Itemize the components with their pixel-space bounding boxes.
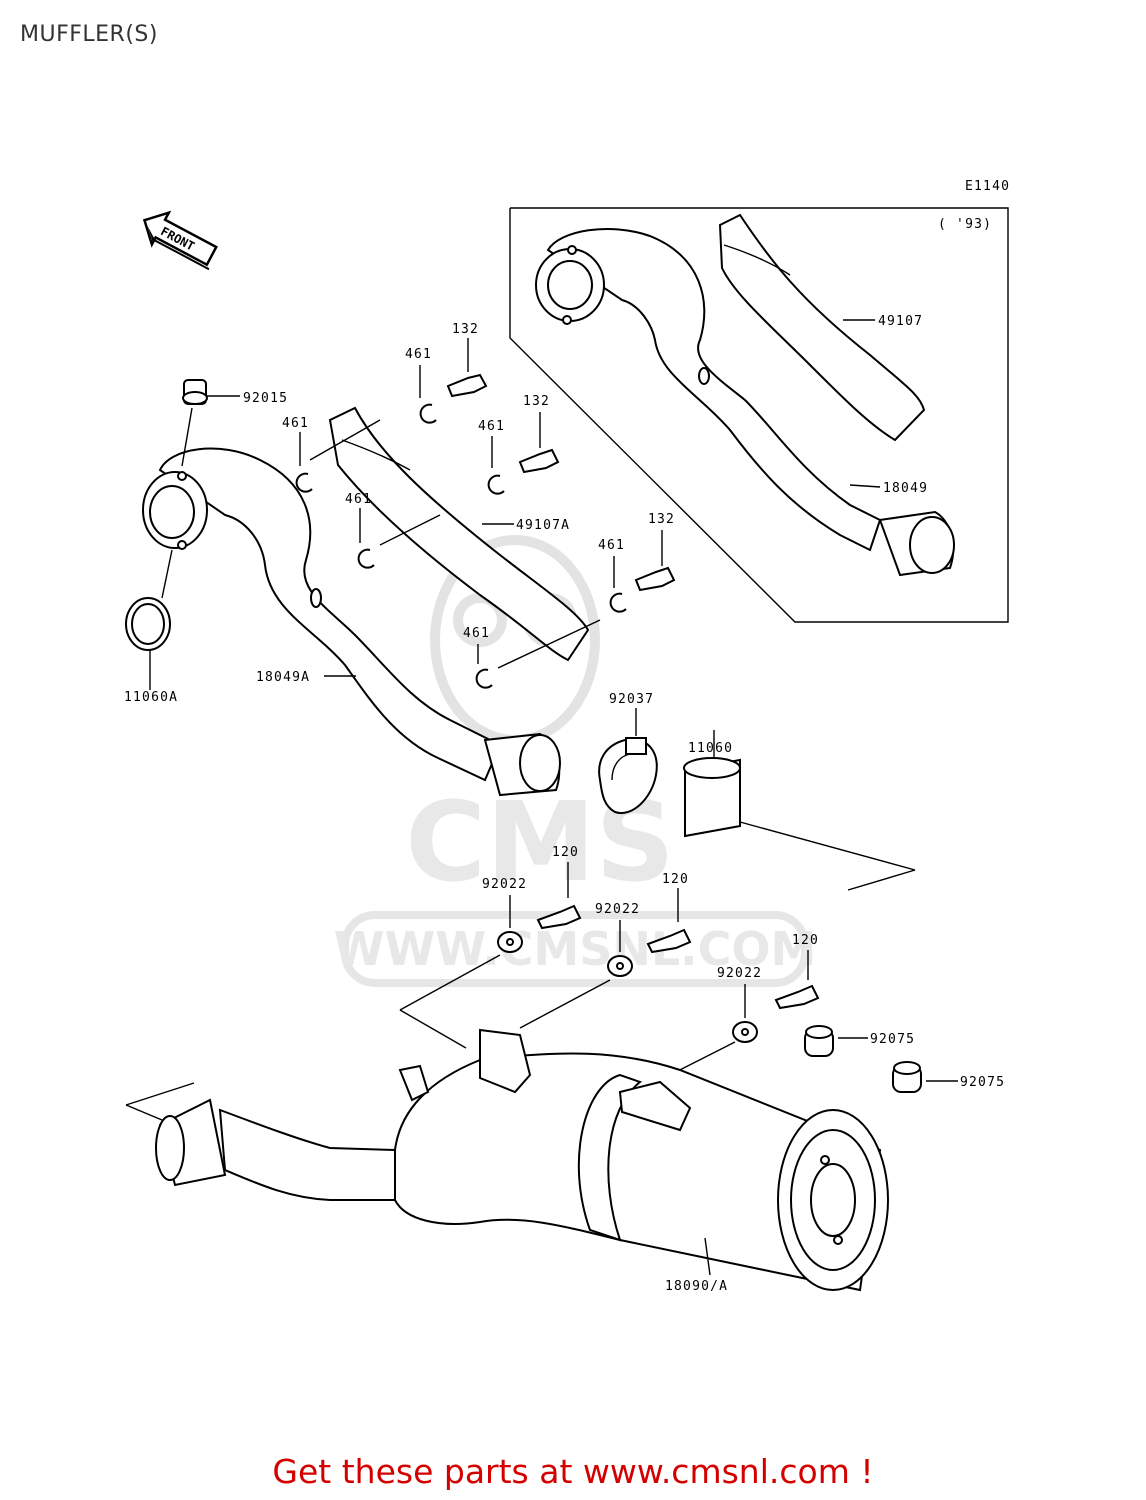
part-label-92075-a: 92075 bbox=[870, 1032, 915, 1047]
diagram-code: E1140 bbox=[965, 179, 1010, 194]
tube-11060 bbox=[683, 730, 916, 891]
watermark: CMS WWW.CMSNL.COM bbox=[334, 535, 817, 987]
part-label-49107A: 49107A bbox=[516, 518, 570, 533]
page-title: MUFFLER(S) bbox=[20, 22, 158, 47]
clip-461-e bbox=[609, 556, 627, 613]
clip-461-a bbox=[309, 365, 437, 461]
part-label-92022-a: 92022 bbox=[482, 877, 527, 892]
inset-1993: ( '93) 49107 18049 bbox=[509, 207, 1009, 623]
part-label-92022-b: 92022 bbox=[595, 902, 640, 917]
part-label-120-b: 120 bbox=[662, 872, 689, 887]
part-label-132-a: 132 bbox=[452, 322, 479, 337]
part-label-461-a: 461 bbox=[405, 347, 432, 362]
part-label-132-c: 132 bbox=[648, 512, 675, 527]
bolt-132-b bbox=[518, 412, 560, 474]
bolt-132-c bbox=[634, 530, 676, 592]
footer-cta-link[interactable]: Get these parts at www.cmsnl.com ! bbox=[272, 1452, 874, 1491]
front-arrow-icon: FRONT bbox=[142, 210, 218, 271]
part-label-461-d: 461 bbox=[345, 492, 372, 507]
bolt-120-a bbox=[536, 862, 582, 930]
washer-92022-c bbox=[659, 984, 758, 1081]
grommet-92075-a bbox=[804, 1025, 868, 1057]
clamp-92037 bbox=[598, 708, 658, 815]
washer-92022-b bbox=[519, 920, 633, 1029]
part-label-92037: 92037 bbox=[609, 692, 654, 707]
clip-461-c bbox=[487, 436, 505, 495]
part-label-461-f: 461 bbox=[463, 626, 490, 641]
parts-diagram: CMS WWW.CMSNL.COM E1140 FRONT ( '93) 491… bbox=[124, 179, 1010, 1294]
part-label-11060: 11060 bbox=[688, 741, 733, 756]
part-label-18049: 18049 bbox=[883, 481, 928, 496]
muffler-18090A bbox=[125, 1028, 889, 1292]
part-label-49107: 49107 bbox=[878, 314, 923, 329]
washer-92022-a bbox=[399, 895, 523, 1049]
part-label-92015: 92015 bbox=[243, 391, 288, 406]
part-label-461-b: 461 bbox=[282, 416, 309, 431]
part-label-461-c: 461 bbox=[478, 419, 505, 434]
bolt-120-b bbox=[646, 888, 692, 954]
grommet-92075-b bbox=[892, 1061, 958, 1093]
part-label-92022-c: 92022 bbox=[717, 966, 762, 981]
part-label-92075-b: 92075 bbox=[960, 1075, 1005, 1090]
header-pipe-18049A bbox=[142, 447, 561, 797]
heat-guard-49107A bbox=[328, 406, 590, 662]
part-label-120-c: 120 bbox=[792, 933, 819, 948]
nut-92015 bbox=[181, 379, 240, 467]
inset-year: ( '93) bbox=[938, 217, 992, 232]
part-label-18049A: 18049A bbox=[256, 670, 310, 685]
clip-461-b bbox=[295, 432, 313, 493]
part-label-11060A: 11060A bbox=[124, 690, 178, 705]
bolt-120-c bbox=[774, 950, 820, 1010]
bolt-132-a bbox=[446, 338, 488, 398]
gasket-11060A bbox=[125, 549, 173, 690]
part-label-120-a: 120 bbox=[552, 845, 579, 860]
watermark-url-text: WWW.CMSNL.COM bbox=[334, 922, 817, 976]
part-label-18090A: 18090/A bbox=[665, 1279, 728, 1294]
clip-461-d bbox=[357, 508, 441, 569]
part-label-461-e: 461 bbox=[598, 538, 625, 553]
part-label-132-b: 132 bbox=[523, 394, 550, 409]
clip-461-f bbox=[475, 619, 601, 689]
